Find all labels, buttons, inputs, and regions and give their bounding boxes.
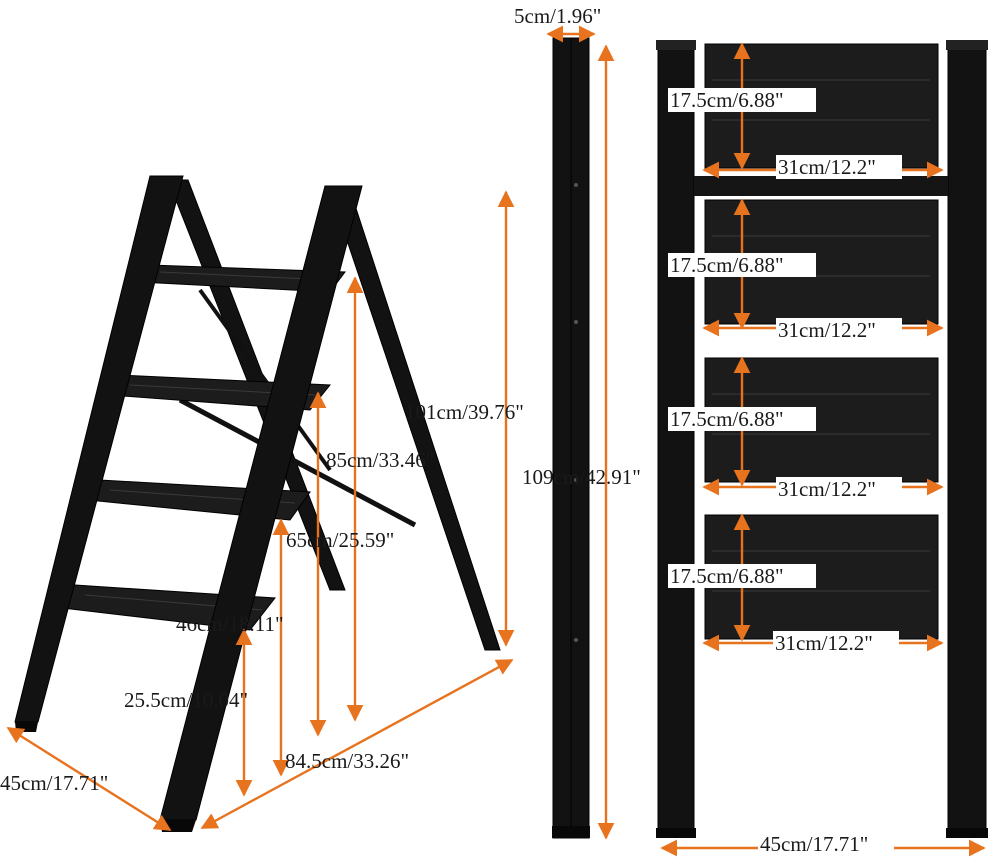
rail-cap: [656, 40, 696, 50]
left-dimension-labels: 45cm/17.71" 84.5cm/33.26" 25.5cm/10.04" …: [0, 400, 524, 795]
front-leg-left: [14, 175, 184, 723]
width-label: 45cm/17.71": [0, 771, 108, 795]
top-crossbar: [694, 176, 948, 196]
step-width-label-4: 31cm/12.2": [775, 631, 873, 655]
step-width-label-1: 31cm/12.2": [778, 155, 876, 179]
step-spacing-label-4: 17.5cm/6.88": [670, 564, 784, 588]
height-step1-label: 25.5cm/10.04": [124, 688, 248, 712]
front-rail-right: [947, 41, 987, 833]
step-spacing-label-3: 17.5cm/6.88": [670, 407, 784, 431]
height-step3-label: 65cm/25.59": [286, 528, 394, 552]
left-dimension-arrows: [6, 190, 515, 832]
total-height-label: 101cm/39.76": [405, 400, 524, 424]
depth-label: 84.5cm/33.26": [285, 749, 409, 773]
folded-side-view: [552, 37, 590, 839]
foot-cap: [15, 722, 38, 732]
total-width-label: 45cm/17.71": [760, 832, 868, 856]
folded-rail-left: [552, 37, 572, 839]
foot-cap: [946, 828, 988, 838]
height-step4-label: 85cm/33.46": [326, 448, 434, 472]
front-dimension-labels: 17.5cm/6.88" 17.5cm/6.88" 17.5cm/6.88" 1…: [668, 88, 902, 856]
depth-arrow: [200, 658, 514, 830]
step-spacing-label-1: 17.5cm/6.88": [670, 88, 784, 112]
step-width-label-2: 31cm/12.2": [778, 318, 876, 342]
thickness-label: 5cm/1.96": [514, 4, 601, 28]
open-ladder-illustration: [14, 175, 501, 832]
rail-cap: [946, 40, 988, 50]
step-spacing-label-2: 17.5cm/6.88": [670, 253, 784, 277]
height-step2-label: 46cm/18.11": [176, 612, 284, 636]
cross-brace: [198, 288, 332, 472]
foot-cap: [656, 828, 696, 838]
side-dimension-arrows: [546, 25, 615, 840]
front-rail-left: [657, 41, 695, 833]
length-label: 109cm/42.91": [522, 465, 641, 489]
width-arrow: [6, 726, 172, 832]
folded-rail-right: [570, 37, 590, 839]
folded-foot: [552, 826, 590, 838]
cross-brace: [178, 397, 417, 528]
step-width-label-3: 31cm/12.2": [778, 477, 876, 501]
